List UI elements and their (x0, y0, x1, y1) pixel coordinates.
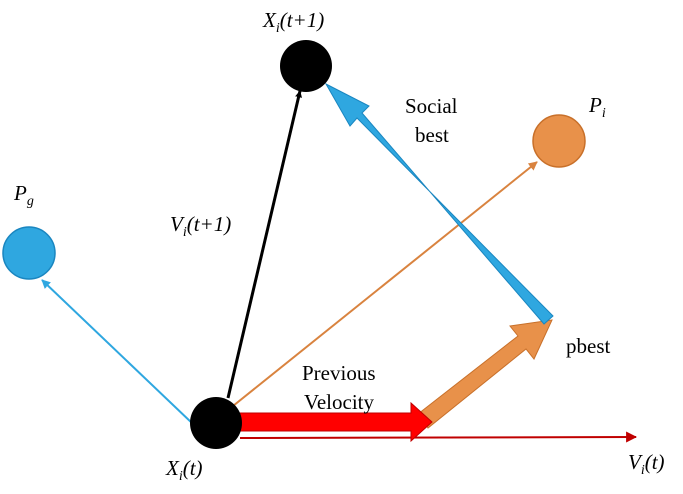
node-p-personal (532, 114, 586, 168)
node-x-current (190, 397, 242, 449)
label-social-line2: best (415, 123, 449, 147)
node-x-next (280, 40, 332, 92)
label-v-next: Vi(t+1) (170, 212, 231, 240)
previous-velocity-arrow (239, 401, 433, 443)
label-p-global: Pg (13, 181, 34, 209)
arrow-vi-t-plus-1 (226, 90, 302, 399)
label-v-current: Vi(t) (628, 450, 665, 478)
label-previous-line2: Velocity (304, 390, 374, 414)
label-social-line1: Social (405, 94, 458, 118)
arrow-vi-t (239, 431, 638, 443)
label-x-next: Xi(t+1) (262, 8, 324, 36)
label-x-current: Xi(t) (165, 456, 203, 484)
label-pbest: pbest (566, 334, 610, 358)
node-p-global (2, 226, 56, 280)
label-p-personal: Pi (588, 93, 606, 121)
label-previous-line1: Previous (302, 361, 376, 385)
arrow-to-pg (41, 279, 194, 425)
social-best-arrow (324, 82, 554, 325)
arrow-to-pi (227, 161, 538, 411)
pbest-arrow (417, 319, 553, 429)
